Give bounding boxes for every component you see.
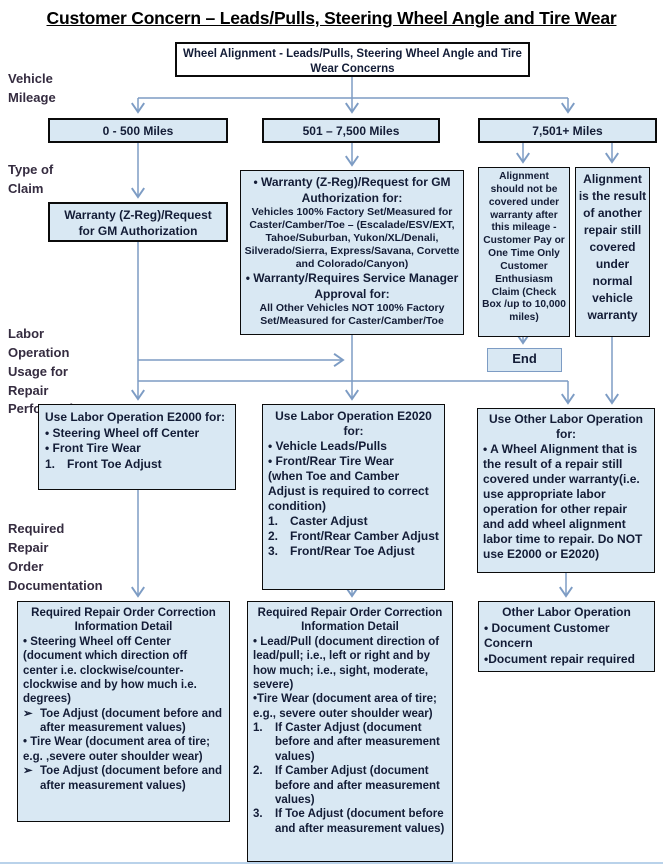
node-mileage-7501-plus: 7,501+ Miles (478, 118, 657, 143)
doc1-steering-wheel: • Steering Wheel off Center (document wh… (23, 635, 197, 706)
e2020-numbered-3: 3. Front/Rear Toe Adjust (268, 544, 415, 558)
label-type-of-claim: Type of Claim (8, 162, 54, 196)
warranty-auth-header: • Warranty (Z-Reg)/Request for GM Author… (253, 175, 451, 205)
e2020-numbered-2: 2. Front/Rear Camber Adjust (268, 529, 439, 543)
e2020-numbered-1: 1. Caster Adjust (268, 514, 368, 528)
doc1-toe-adjust-2: ➢ Toe Adjust (document before and after … (23, 765, 223, 792)
doc2-lead-pull: • Lead/Pull (document direction of lead/… (253, 635, 440, 691)
node-wheel-alignment-concerns: Wheel Alignment - Leads/Pulls, Steering … (175, 42, 530, 77)
arrow-bullet: ➢ (23, 765, 33, 778)
doc2-caster: 1. If Caster Adjust (document before and… (253, 722, 440, 763)
node-warranty-zreg-request: Warranty (Z-Reg)/Request for GM Authoriz… (48, 202, 228, 242)
node-warranty-authorization-detail: • Warranty (Z-Reg)/Request for GM Author… (240, 170, 464, 335)
node-labor-op-e2000: Use Labor Operation E2000 for: • Steerin… (38, 404, 236, 490)
bottom-divider (0, 862, 663, 864)
warranty-other-vehicles: All Other Vehicles NOT 100% Factory Set/… (259, 302, 445, 328)
list-number: 1. (45, 456, 56, 471)
doc1-toe-adjust-1: ➢ Toe Adjust (document before and after … (23, 707, 223, 734)
doc2-toe: 3. If Toe Adjust (document before and af… (253, 808, 445, 835)
doc3-line-1: • Document Customer Concern (484, 620, 610, 651)
doc2-header: Required Repair Order Correction Informa… (257, 607, 443, 634)
node-doc-detail-e2020: Required Repair Order Correction Informa… (247, 601, 453, 862)
node-labor-op-e2020: Use Labor Operation E2020 for: • Vehicle… (262, 404, 445, 590)
doc2-tire-wear: •Tire Wear (document area of tire; e.g.,… (253, 693, 437, 720)
doc1-tire-wear: • Tire Wear (document area of tire; e.g.… (23, 736, 211, 763)
e2020-header: Use Labor Operation E2020 for: (275, 409, 432, 438)
label-labor-operation: Labor Operation Usage for Repair Perform… (8, 326, 73, 416)
e2000-header: Use Labor Operation E2000 for: (45, 410, 226, 424)
node-mileage-0-500: 0 - 500 Miles (48, 118, 228, 143)
e2000-numbered-1: 1. Front Toe Adjust (45, 456, 162, 471)
doc1-header: Required Repair Order Correction Informa… (31, 607, 216, 634)
arrow-bullet: ➢ (23, 707, 33, 720)
warranty-auth-vehicles: Vehicles 100% Factory Set/Measured for C… (244, 206, 460, 271)
doc3-header: Other Labor Operation (502, 605, 631, 619)
e2020-bullet-2: • Front/Rear Tire Wear (268, 454, 394, 468)
doc3-line-2: •Document repair required (484, 651, 635, 666)
node-end: End (487, 348, 562, 372)
node-not-covered-customer-pay: Alignment should not be covered under wa… (478, 167, 570, 337)
e2020-bullet-1: • Vehicle Leads/Pulls (268, 439, 387, 453)
node-mileage-501-7500: 501 – 7,500 Miles (262, 118, 440, 143)
label-required-repair-order: Required Repair Order Documentation (8, 521, 103, 593)
warranty-service-manager-header: • Warranty/Requires Service Manager Appr… (245, 271, 459, 301)
node-other-labor-operation: Use Other Labor Operation for: • A Wheel… (477, 408, 655, 573)
e2020-paren-note: (when Toe and Camber Adjust is required … (268, 469, 429, 513)
other-labor-body: • A Wheel Alignment that is the result o… (483, 442, 643, 561)
node-doc-detail-e2000: Required Repair Order Correction Informa… (17, 601, 230, 822)
node-alignment-result-other-repair: Alignment is the result of another repai… (575, 167, 650, 337)
e2000-bullet-2: • Front Tire Wear (45, 441, 141, 456)
node-doc-other-labor: Other Labor Operation • Document Custome… (478, 601, 655, 672)
label-vehicle-mileage: Vehicle Mileage (8, 71, 56, 105)
page-title: Customer Concern – Leads/Pulls, Steering… (46, 8, 617, 28)
e2000-bullet-1: • Steering Wheel off Center (45, 425, 200, 440)
doc2-camber: 2. If Camber Adjust (document before and… (253, 765, 440, 806)
other-labor-header: Use Other Labor Operation for: (488, 412, 644, 441)
